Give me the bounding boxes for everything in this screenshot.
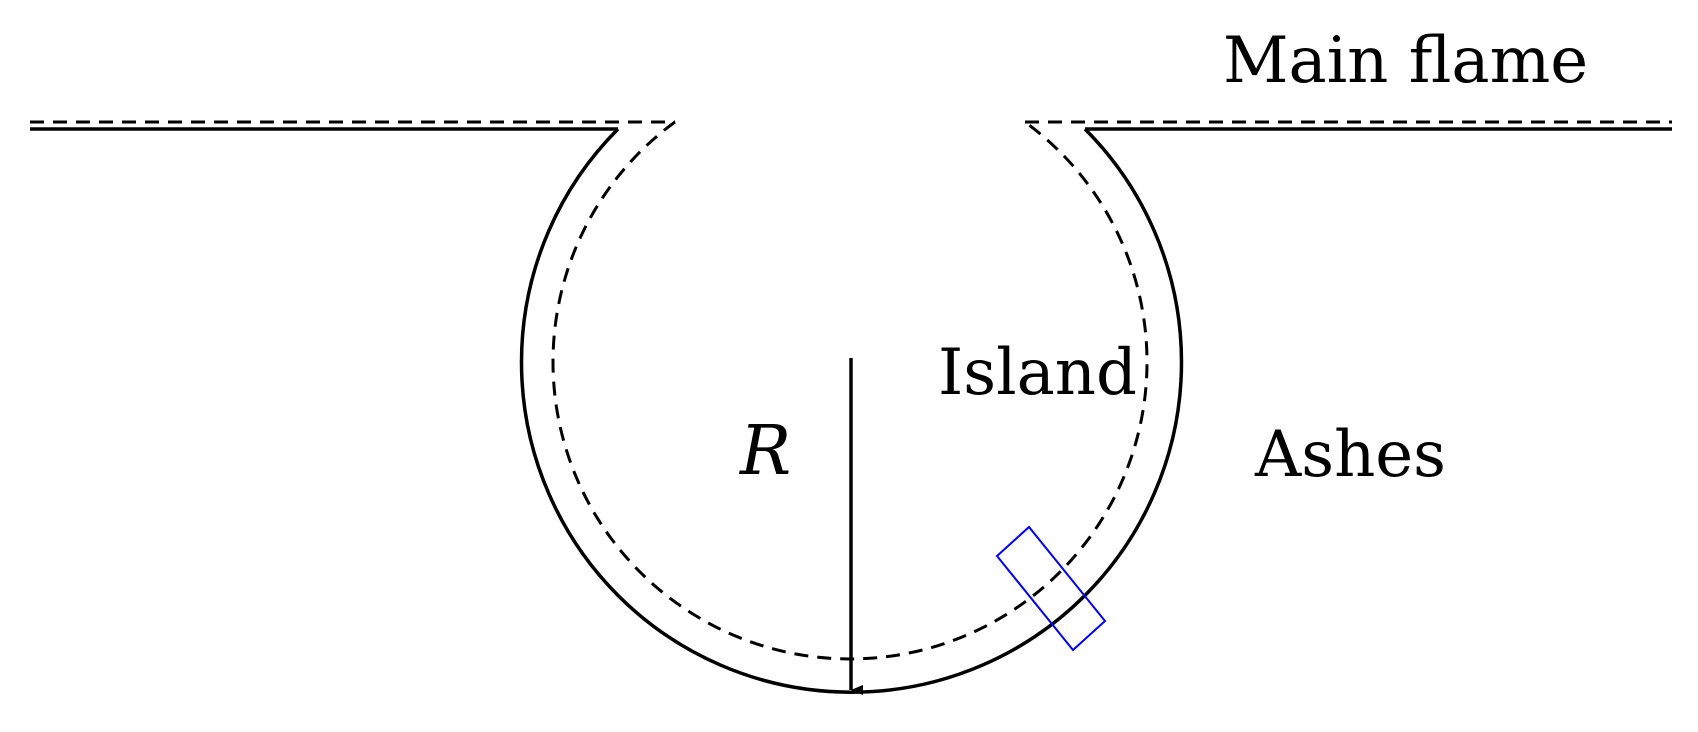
highlight-box: [995, 525, 1107, 652]
ashes-label: Ashes: [1254, 418, 1446, 492]
radius-label: R: [738, 412, 791, 491]
island-label: Island: [938, 336, 1137, 410]
main-flame-label: Main flame: [1223, 24, 1588, 98]
